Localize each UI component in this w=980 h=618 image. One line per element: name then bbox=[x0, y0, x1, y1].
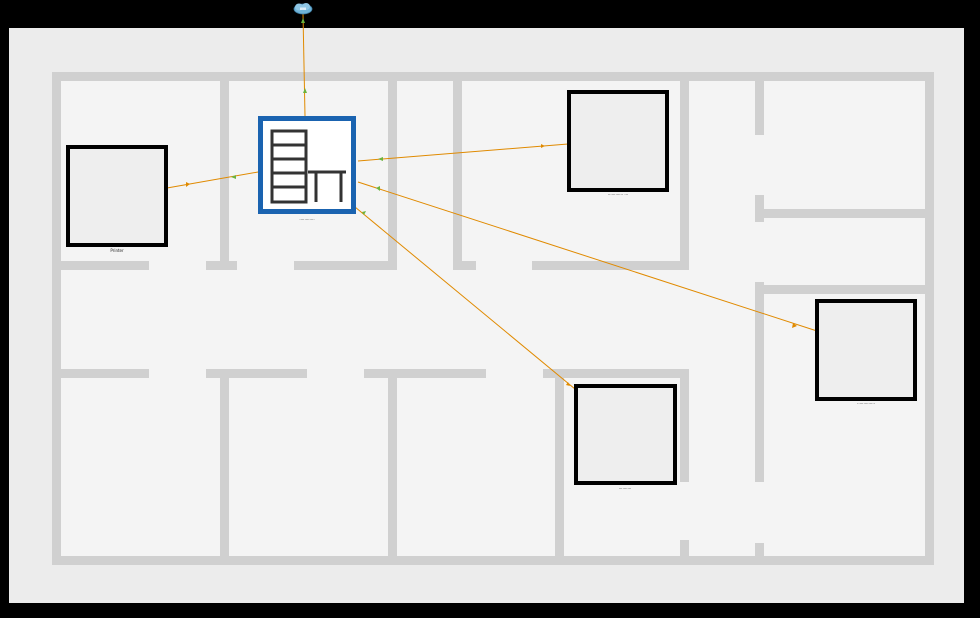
arrow-marker bbox=[362, 211, 366, 215]
device-label: ·········· bbox=[619, 486, 632, 491]
wall bbox=[220, 378, 229, 556]
server-label: ············ bbox=[299, 217, 314, 222]
arrow-marker bbox=[301, 18, 305, 23]
floor-plan bbox=[52, 72, 934, 565]
wall bbox=[680, 81, 689, 261]
wall-outer-bottom bbox=[52, 556, 934, 565]
wall-outer-right bbox=[925, 72, 934, 565]
arrow-marker bbox=[186, 182, 190, 187]
server-node[interactable]: ············ bbox=[258, 116, 356, 222]
server-rack-icon bbox=[270, 129, 346, 204]
wall bbox=[388, 81, 397, 261]
link-server-top-right-device[interactable] bbox=[357, 143, 569, 162]
wall bbox=[755, 81, 764, 135]
link-server-bottom-device[interactable] bbox=[354, 206, 576, 390]
device-left[interactable]: Printer bbox=[66, 145, 168, 253]
cloud-icon bbox=[293, 3, 313, 15]
wall bbox=[364, 369, 486, 378]
wall bbox=[61, 261, 149, 270]
device-top-right[interactable]: ············ ··· bbox=[567, 90, 669, 197]
arrow-marker bbox=[566, 382, 570, 386]
link-server-cloud[interactable] bbox=[302, 13, 306, 117]
wall bbox=[453, 81, 462, 261]
device-label: ·············· bbox=[857, 401, 875, 406]
device-label: ············ ··· bbox=[608, 192, 628, 197]
wall bbox=[555, 378, 564, 556]
wall bbox=[453, 261, 476, 270]
connections bbox=[166, 13, 818, 390]
wall bbox=[206, 369, 307, 378]
arrow-marker bbox=[231, 175, 236, 179]
cloud-node[interactable] bbox=[293, 3, 313, 15]
arrow-marker bbox=[541, 144, 545, 148]
wall bbox=[206, 261, 237, 270]
wall-outer-top bbox=[52, 72, 934, 81]
link-server-left-device[interactable] bbox=[166, 171, 259, 189]
arrow-marker bbox=[376, 186, 380, 191]
wall bbox=[61, 369, 149, 378]
wall bbox=[220, 81, 229, 261]
wall bbox=[388, 378, 397, 556]
wall bbox=[755, 543, 764, 556]
device-bottom[interactable]: ·········· bbox=[574, 384, 677, 491]
wall bbox=[294, 261, 397, 270]
wall bbox=[764, 285, 925, 294]
walls bbox=[52, 72, 934, 565]
device-frame bbox=[815, 299, 917, 401]
wall bbox=[755, 282, 764, 482]
wall bbox=[755, 195, 764, 222]
device-label: Printer bbox=[110, 248, 124, 253]
wall-outer-left bbox=[52, 72, 61, 565]
floor-area bbox=[52, 72, 934, 565]
device-frame bbox=[66, 145, 168, 247]
wall bbox=[680, 540, 689, 556]
device-right[interactable]: ·············· bbox=[815, 299, 917, 406]
wall bbox=[764, 209, 925, 218]
device-frame bbox=[567, 90, 669, 192]
arrow-marker bbox=[792, 323, 797, 328]
wall bbox=[680, 378, 689, 482]
link-server-right-device[interactable] bbox=[357, 181, 818, 332]
wall bbox=[532, 261, 689, 270]
arrow-marker bbox=[378, 157, 383, 161]
device-frame bbox=[574, 384, 677, 485]
wall bbox=[543, 369, 689, 378]
arrow-marker bbox=[303, 88, 307, 93]
